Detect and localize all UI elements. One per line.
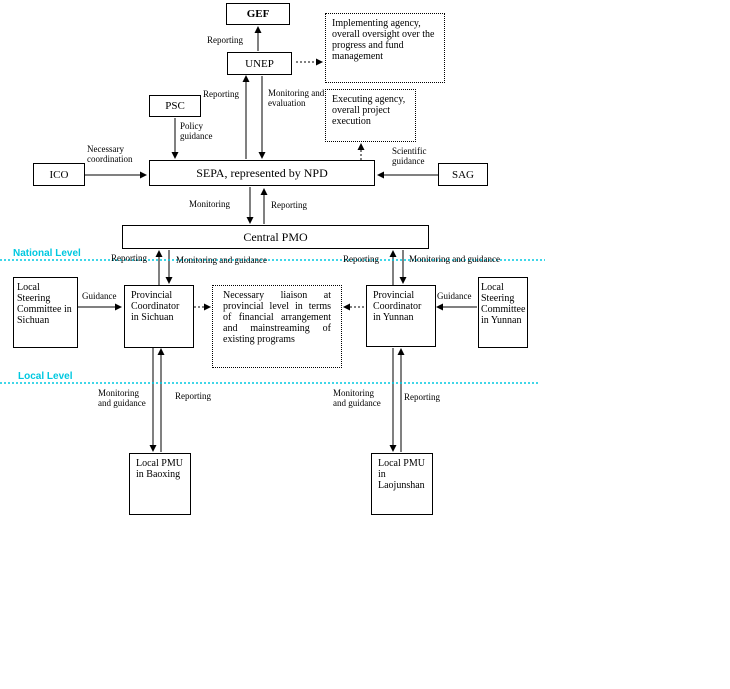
label-monitoring-evaluation: Monitoring and evaluation — [268, 88, 325, 108]
executing-agency-note: Executing agency, overall project execut… — [325, 89, 416, 142]
label-reporting-baoxing: Reporting — [175, 391, 211, 401]
provincial-coordinator-yunnan: Provincial Coordinator in Yunnan — [366, 285, 436, 347]
provincial-coordinator-sichuan: Provincial Coordinator in Sichuan — [124, 285, 194, 348]
unep-box: UNEP — [227, 52, 292, 75]
local-sc-sichuan-text: Local Steering Committee in Sichuan — [17, 282, 72, 326]
label-guidance-yunnan: Guidance — [437, 291, 472, 301]
label-reporting-sichuan: Reporting — [111, 253, 147, 263]
gef-label: GEF — [246, 8, 270, 20]
label-monitoring-sepa-pmo: Monitoring — [189, 199, 231, 209]
local-pmu-baoxing-text: Local PMU in Baoxing — [136, 458, 183, 480]
label-policy-guidance: Policy guidance — [180, 121, 213, 141]
local-pmu-baoxing: Local PMU in Baoxing — [129, 453, 191, 515]
local-sc-yunnan-text: Local Steering Committee in Yunnan — [481, 282, 526, 326]
label-reporting-pmo-sepa: Reporting — [271, 200, 307, 210]
liaison-note: Necessary liaison at provincial level in… — [212, 285, 342, 368]
local-steering-committee-yunnan: Local Steering Committee in Yunnan — [478, 277, 528, 348]
central-pmo-label: Central PMO — [243, 229, 308, 244]
sepa-label: SEPA, represented by NPD — [196, 165, 328, 180]
local-pmu-laojunshan: Local PMU in Laojunshan — [371, 453, 433, 515]
ico-label: ICO — [49, 168, 69, 181]
implementing-agency-text: Implementing agency, overall oversight o… — [332, 18, 435, 62]
central-pmo-box: Central PMO — [122, 225, 429, 249]
sepa-box: SEPA, represented by NPD — [149, 160, 375, 186]
liaison-text: Necessary liaison at provincial level in… — [223, 290, 331, 345]
implementing-agency-note: Implementing agency, overall oversight o… — [325, 13, 445, 83]
unep-label: UNEP — [245, 57, 274, 70]
psc-box: PSC — [149, 95, 201, 117]
ico-box: ICO — [33, 163, 85, 186]
label-monitoring-guidance-sichuan: Monitoring and guidance — [176, 255, 267, 265]
prov-coord-yunnan-text: Provincial Coordinator in Yunnan — [373, 290, 422, 323]
label-reporting-sepa-unep: Reporting — [203, 89, 239, 99]
label-reporting-unep-gef: Reporting — [207, 35, 243, 45]
local-steering-committee-sichuan: Local Steering Committee in Sichuan — [13, 277, 78, 348]
psc-label: PSC — [165, 100, 185, 112]
gef-box: GEF — [226, 3, 290, 25]
label-monitoring-guidance-yunnan: Monitoring and guidance — [409, 254, 500, 264]
prov-coord-sichuan-text: Provincial Coordinator in Sichuan — [131, 290, 180, 323]
label-monitoring-guidance-baoxing: Monitoring and guidance — [98, 388, 146, 408]
local-pmu-laojunshan-text: Local PMU in Laojunshan — [378, 458, 425, 491]
national-level-label: National Level — [13, 248, 81, 259]
sag-label: SAG — [451, 168, 474, 181]
label-scientific-guidance: Scientific guidance — [392, 146, 427, 166]
label-reporting-laojunshan: Reporting — [404, 392, 440, 402]
label-monitoring-guidance-laojunshan: Monitoring and guidance — [333, 388, 381, 408]
label-reporting-yunnan: Reporting — [343, 254, 379, 264]
label-guidance-sichuan: Guidance — [82, 291, 117, 301]
label-necessary-coordination: Necessary coordination — [87, 144, 133, 164]
sag-box: SAG — [438, 163, 488, 186]
executing-agency-text: Executing agency, overall project execut… — [332, 94, 406, 127]
local-level-label: Local Level — [18, 371, 73, 382]
